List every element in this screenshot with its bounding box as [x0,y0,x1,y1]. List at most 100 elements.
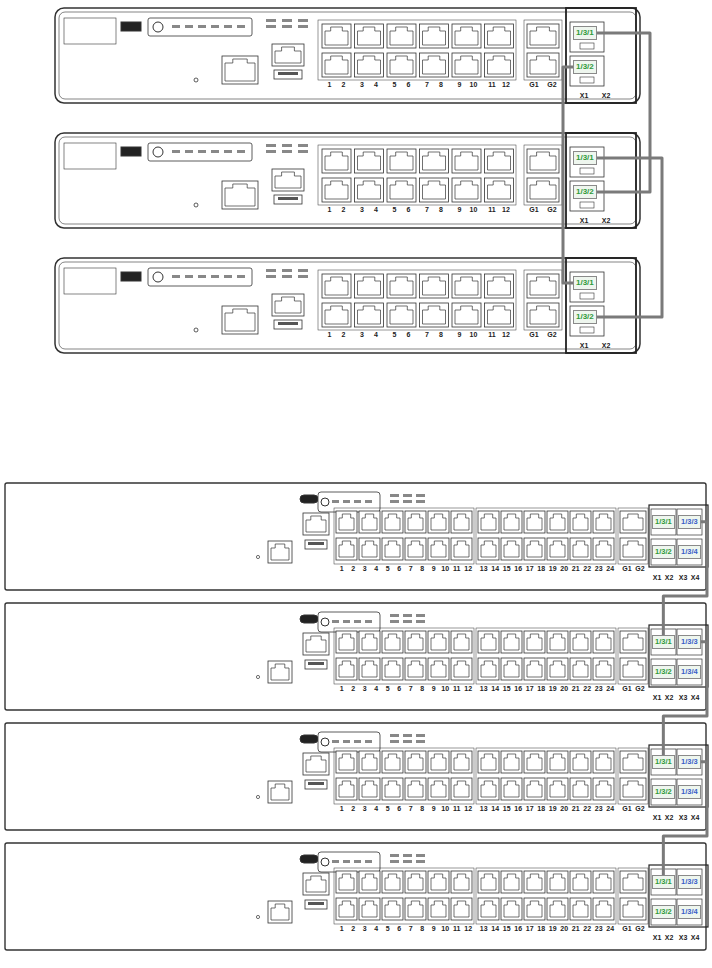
rj45-jack [339,514,354,530]
port-number: 16 [514,685,522,693]
sfp-port-label: 1/3/1 [652,635,675,649]
sfp-port-label: 1/3/3 [678,755,701,769]
rj45-jack [623,754,643,770]
port-number: 5 [386,685,390,693]
rj45-port [527,274,559,298]
port-number: 21 [572,685,580,693]
rj45-jack [390,181,413,199]
rj45-jack [306,876,326,892]
port-number: 13 [480,565,488,573]
port-number: 22 [583,685,591,693]
mode-button [321,858,329,866]
port-number: 2 [342,331,346,339]
usb-tongue [308,542,324,545]
port-number: 13 [480,685,488,693]
sfp-cage [570,181,604,211]
rj45-jack [408,634,423,650]
rj45-port [428,751,449,773]
led-indicator [282,269,292,272]
port-number: G2 [635,685,644,693]
rj45-jack [339,901,354,917]
rj45-port [501,898,522,920]
sfp-port-label: 1/3/2 [573,185,597,199]
rj45-jack [527,541,542,557]
usb-port [274,70,302,79]
led-indicator [390,740,399,743]
rj45-port [322,303,351,327]
rj45-jack [358,306,381,324]
rj45-port [382,631,403,653]
rj45-port [485,274,514,298]
port-number: 4 [374,331,378,339]
led-indicator [416,620,425,623]
switch-front-panel [55,8,640,103]
rj45-jack [481,901,496,917]
rj45-jack [530,306,556,324]
port-number: 6 [397,565,401,573]
rj45-jack [488,56,511,74]
rj45-jack [504,901,519,917]
rj45-port [501,631,522,653]
label-plate [64,143,116,169]
usb-tongue [308,662,324,665]
rj45-port [322,149,351,173]
status-panel [318,492,380,512]
rj45-port [322,274,351,298]
rj45-port [547,871,568,893]
reset-hole [256,555,259,558]
status-panel [148,143,252,161]
rj45-port [527,24,559,48]
rj45-port [355,303,384,327]
sfp-port-label: 1/3/1 [652,515,675,529]
chassis-inner-edge [59,137,636,224]
rj45-port [428,658,449,680]
port-group-label: X3 [679,694,688,702]
port-group-outline [334,748,474,804]
port-number: 19 [549,565,557,573]
rj45-jack [362,661,377,677]
rj45-port [451,631,472,653]
rj45-port [547,538,568,560]
rj45-port [387,53,416,77]
usb-tongue [278,322,298,325]
sfp-port-label: 1/3/2 [573,310,597,324]
port-number: 23 [595,685,603,693]
rj45-jack [385,541,400,557]
port-number: 3 [360,331,364,339]
sfp-port-label: 1/3/2 [652,665,675,679]
port-number: 17 [526,925,534,933]
rj45-port [451,538,472,560]
rj45-port [336,538,357,560]
rj45-port [322,24,351,48]
rj45-port [501,751,522,773]
port-number: 21 [572,565,580,573]
rj45-jack [271,544,289,560]
rj45-port [382,658,403,680]
usb-tongue [278,197,298,200]
port-group-outline [318,270,516,330]
led-indicator [224,150,232,153]
port-number: 21 [572,805,580,813]
rj45-jack [275,297,301,313]
rj45-port [547,511,568,533]
rj45-port [420,274,449,298]
port-group-label: X2 [602,217,611,225]
rj45-port [272,294,304,316]
led-indicator [282,150,292,153]
rj45-jack [431,874,446,890]
rj45-port [451,511,472,533]
rj45-jack [325,27,348,45]
port-number: G2 [635,565,644,573]
port-number: G1 [622,805,631,813]
port-number: 1 [328,331,332,339]
rj45-jack [596,781,611,797]
rj45-port [268,541,292,563]
rj45-jack [481,661,496,677]
rj45-port [478,751,499,773]
rj45-port [452,149,481,173]
rj45-jack [454,541,469,557]
port-id: 1/3/1 [655,637,672,647]
port-number: 5 [393,81,397,89]
rj45-port [387,274,416,298]
rj45-jack [390,152,413,170]
